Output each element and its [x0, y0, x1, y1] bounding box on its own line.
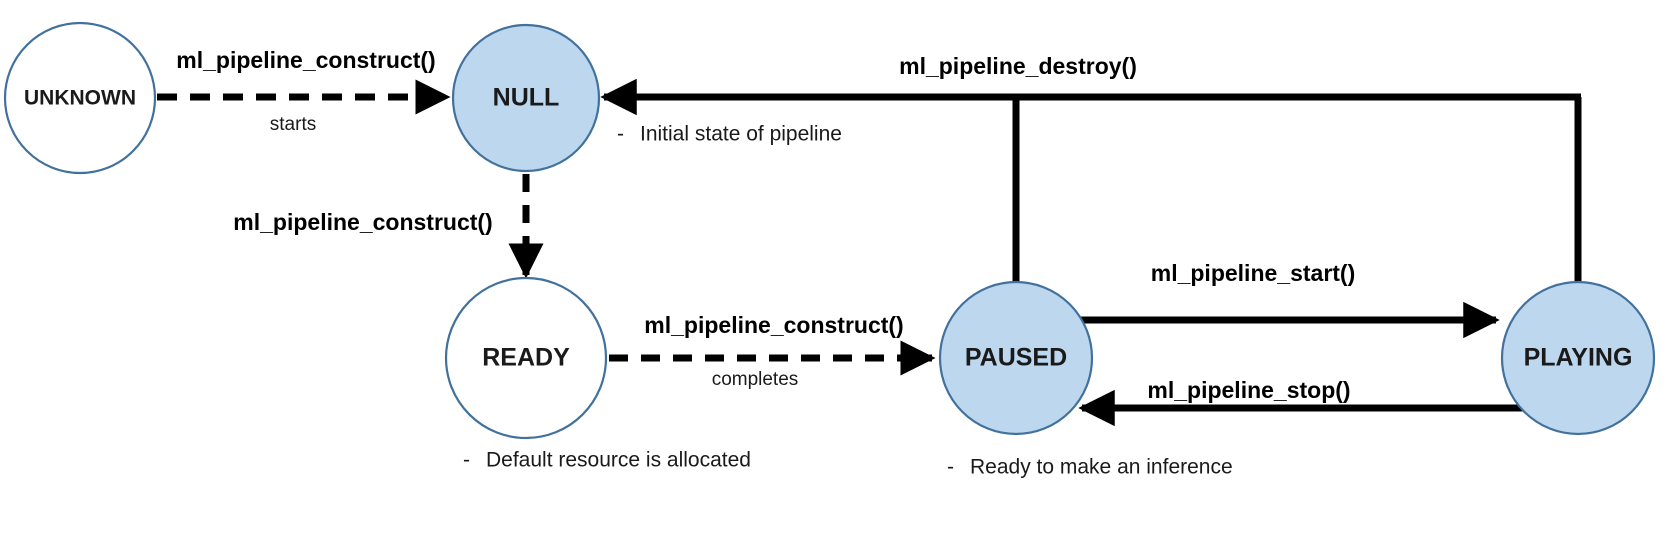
note-text-ready: Default resource is allocated — [486, 449, 751, 472]
state-circle-unknown[interactable] — [3, 21, 157, 175]
note-dash-null: - — [617, 123, 624, 146]
edge-label-paused-to-playing: ml_pipeline_start() — [1151, 260, 1356, 286]
state-circle-ready[interactable] — [444, 276, 608, 440]
note-text-paused: Ready to make an inference — [970, 456, 1233, 479]
edge-label-playing-to-paused: ml_pipeline_stop() — [1147, 377, 1350, 403]
edge-sublabel-unknown-to-null: starts — [270, 114, 316, 135]
note-dash-ready: - — [463, 449, 470, 472]
state-label-unknown: UNKNOWN — [24, 87, 136, 110]
state-node-playing[interactable]: PLAYING — [1500, 280, 1656, 436]
edge-label-ready-to-paused: ml_pipeline_construct() — [644, 312, 903, 338]
edge-label-null-to-ready: ml_pipeline_construct() — [233, 209, 492, 235]
state-circle-playing[interactable] — [1500, 280, 1656, 436]
state-node-null[interactable]: NULL — [451, 23, 601, 173]
state-node-ready[interactable]: READY — [444, 276, 608, 440]
note-ready: - Default resource is allocated — [463, 449, 751, 472]
note-text-null: Initial state of pipeline — [640, 123, 842, 146]
state-label-playing: PLAYING — [1524, 344, 1633, 372]
state-label-null: NULL — [493, 84, 560, 112]
edge-label-destroy-to-null: ml_pipeline_destroy() — [899, 53, 1137, 79]
note-dash-paused: - — [947, 456, 954, 479]
note-paused: - Ready to make an inference — [947, 456, 1233, 479]
note-null: - Initial state of pipeline — [617, 123, 842, 146]
state-circle-paused[interactable] — [938, 280, 1094, 436]
state-circle-null[interactable] — [451, 23, 601, 173]
edge-sublabel-ready-to-paused: completes — [712, 369, 799, 390]
state-label-paused: PAUSED — [965, 344, 1067, 372]
state-node-paused[interactable]: PAUSED — [938, 280, 1094, 436]
state-node-unknown[interactable]: UNKNOWN — [3, 21, 157, 175]
edge-destroy-to-null — [600, 78, 1582, 282]
state-label-ready: READY — [482, 344, 570, 372]
edge-label-unknown-to-null: ml_pipeline_construct() — [176, 47, 435, 73]
